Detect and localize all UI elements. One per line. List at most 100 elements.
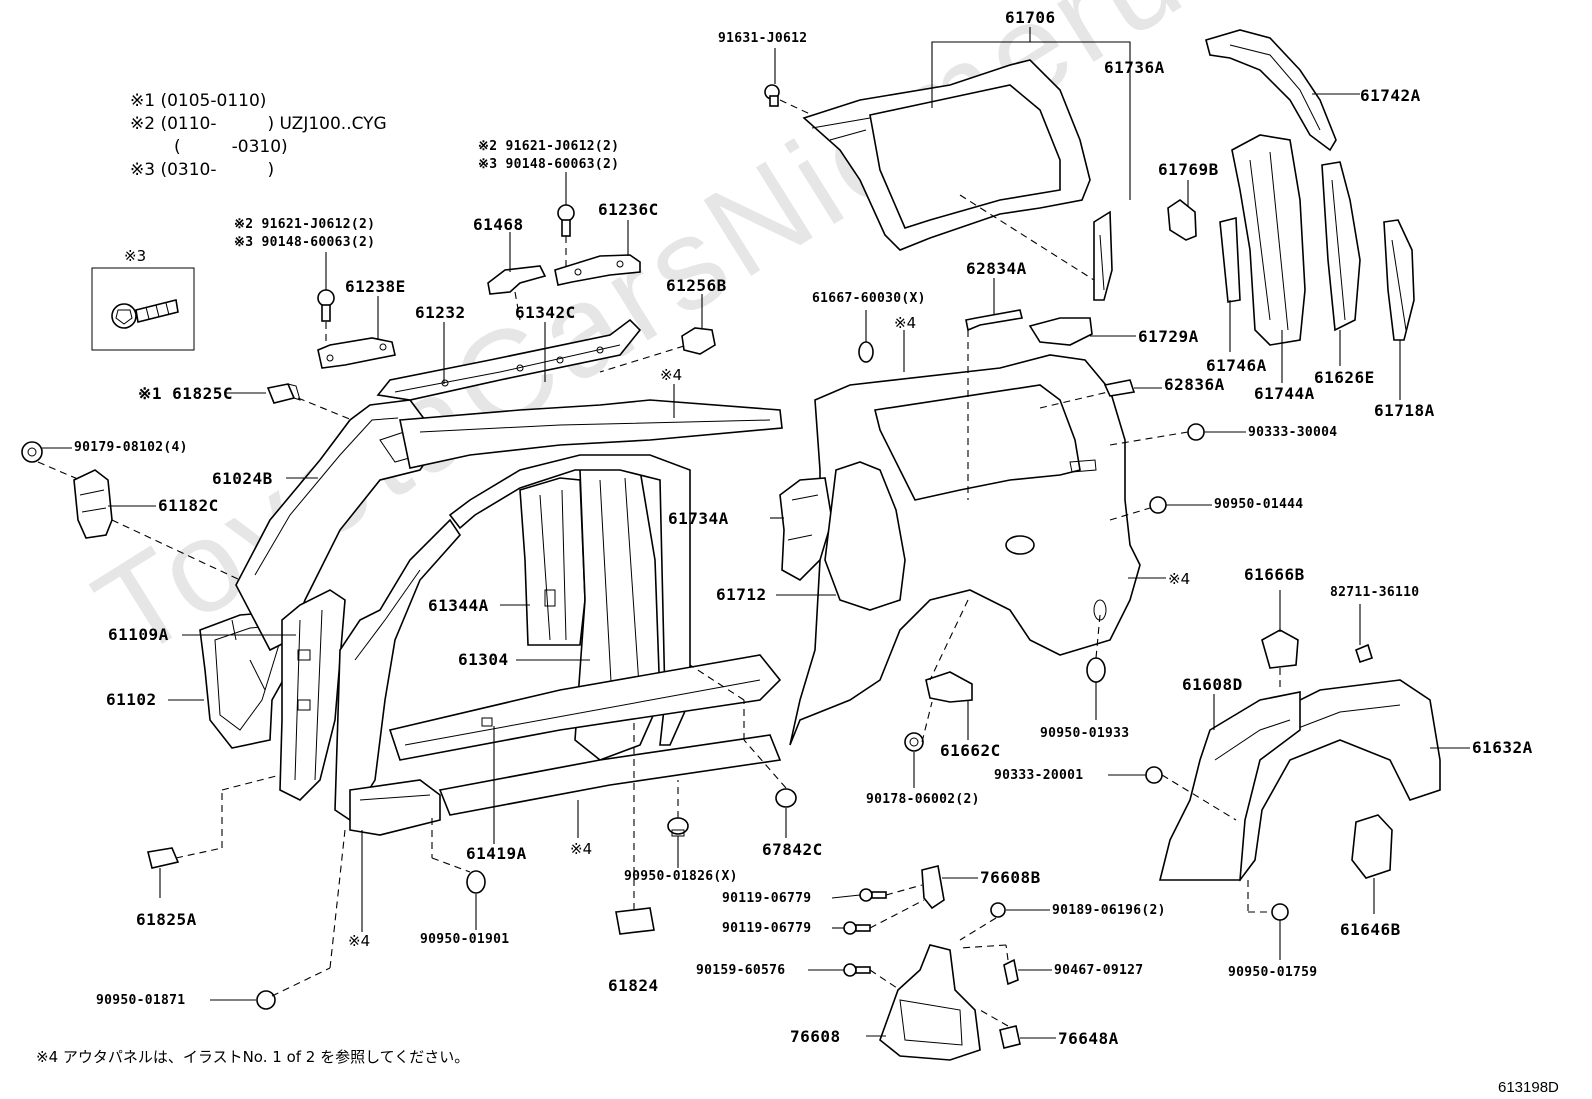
bolt-icon-b [557,204,575,237]
label-61824[interactable]: 61824 [608,976,659,995]
bracket-61468 [487,265,547,295]
label-62836a[interactable]: 62836A [1164,375,1225,394]
legend-row-4: ※3 (0310- ) [130,162,274,179]
inset-box [91,267,195,351]
label-90189-06196[interactable]: 90189-06196(2) [1052,903,1166,918]
label-61825c[interactable]: ※1 61825C [138,384,233,403]
quarter-panel-61712 [789,354,1141,746]
label-61109a[interactable]: 61109A [108,625,169,644]
center-pillar-front-61342C [334,518,462,822]
leader-lines [37,27,1470,1039]
center-pillar-61344A [519,477,586,646]
label-61238e[interactable]: 61238E [345,277,406,296]
label-61344a[interactable]: 61344A [428,596,489,615]
label-61736a[interactable]: 61736A [1104,58,1165,77]
label-61608d[interactable]: 61608D [1182,675,1243,694]
label-61632a[interactable]: 61632A [1472,738,1533,757]
label-61236c[interactable]: 61236C [598,200,659,219]
label-61729a[interactable]: 61729A [1138,327,1199,346]
label-61712[interactable]: 61712 [716,585,767,604]
plug-90333-20001-icon [1145,766,1163,784]
label-61662c[interactable]: 61662C [940,741,1001,760]
label-90467-09127[interactable]: 90467-09127 [1054,963,1144,978]
label-61734a[interactable]: 61734A [668,509,729,528]
bracket-61646B [1351,814,1393,879]
label-61646b[interactable]: 61646B [1340,920,1401,939]
legend-text-1: (0105-0110) [160,91,267,111]
label-61232[interactable]: 61232 [415,303,466,322]
roof-inner-rail-main [399,399,783,469]
quarter-window-frame-61706 [802,59,1091,251]
label-82711-36110[interactable]: 82711-36110 [1330,585,1420,600]
bracket-76608B [921,865,945,910]
label-61419a[interactable]: 61419A [466,844,527,863]
legend-row-2: ※2 (0110- ) UZJ100..CYG [130,116,387,133]
label-61468[interactable]: 61468 [473,215,524,234]
door-opening-arch [448,454,691,746]
label-61742a[interactable]: 61742A [1360,86,1421,105]
block-61825A-icon [147,847,180,869]
label-90950-01901[interactable]: 90950-01901 [420,932,510,947]
label-90950-01871[interactable]: 90950-01871 [96,993,186,1008]
label-61666b[interactable]: 61666B [1244,565,1305,584]
footnote: ※4 アウタパネルは、イラストNo. 1 of 2 を参照してください。 [36,1048,470,1066]
label-91621-j0612-a[interactable]: ※2 91621-J0612(2) [478,139,620,154]
clip-82711-icon [1355,643,1373,664]
diagram-code: 613198D [1498,1079,1559,1096]
note-mark-4-upper-mid: ※4 [894,314,917,332]
label-76608b[interactable]: 76608B [980,868,1041,887]
bracket-61662C [925,671,973,703]
cap-61256B [681,327,716,355]
block-61824-icon [615,907,655,935]
clip-76648A-icon [999,1025,1021,1049]
label-61769b[interactable]: 61769B [1158,160,1219,179]
label-61256b[interactable]: 61256B [666,276,727,295]
screw-90159-icon [843,963,871,977]
label-61825a[interactable]: 61825A [136,910,197,929]
label-90178-06002[interactable]: 90178-06002(2) [866,792,980,807]
pillar-inner-61744A [1231,134,1306,346]
label-67842c[interactable]: 67842C [762,840,823,859]
label-90950-01759[interactable]: 90950-01759 [1228,965,1318,980]
label-61102[interactable]: 61102 [106,690,157,709]
label-90148-60063-a[interactable]: ※3 90148-60063(2) [478,157,620,172]
label-76608[interactable]: 76608 [790,1027,841,1046]
label-90950-01826[interactable]: 90950-01826(X) [624,869,738,884]
label-90333-20001[interactable]: 90333-20001 [994,768,1084,783]
label-61626e[interactable]: 61626E [1314,368,1375,387]
label-61744a[interactable]: 61744A [1254,384,1315,403]
label-90333-30004[interactable]: 90333-30004 [1248,425,1338,440]
back-door-opening-61742A [1205,29,1337,152]
label-90159-60576[interactable]: 90159-60576 [696,963,786,978]
pillar-61746A [1219,216,1241,303]
clip-90950-01759-icon [1271,903,1289,921]
label-61667-60030[interactable]: 61667-60030(X) [812,291,926,306]
bracket-61666B [1261,629,1299,669]
label-90950-01933[interactable]: 90950-01933 [1040,726,1130,741]
label-61718a[interactable]: 61718A [1374,401,1435,420]
label-61342c[interactable]: 61342C [515,303,576,322]
plug-90333-30004-icon [1187,423,1205,441]
plug-90950-01871-icon [256,990,276,1010]
bracket-61236C [554,254,641,286]
legend-mark-4: ※3 [130,160,156,180]
bracket-61769B [1167,199,1197,241]
label-61024b[interactable]: 61024B [212,469,273,488]
label-61746a[interactable]: 61746A [1206,356,1267,375]
plug-67842C-icon [775,788,797,808]
label-76648a[interactable]: 76648A [1058,1029,1119,1048]
label-90950-01444[interactable]: 90950-01444 [1214,497,1304,512]
label-62834a[interactable]: 62834A [966,259,1027,278]
label-90148-60063-b[interactable]: ※3 90148-60063(2) [234,235,376,250]
label-61304[interactable]: 61304 [458,650,509,669]
label-90179-08102[interactable]: 90179-08102(4) [74,440,188,455]
label-90119-06779-a[interactable]: 90119-06779 [722,891,812,906]
label-90119-06779-b[interactable]: 90119-06779 [722,921,812,936]
label-61706[interactable]: 61706 [1005,8,1056,27]
label-61182c[interactable]: 61182C [158,496,219,515]
label-91631-j0612[interactable]: 91631-J0612 [718,31,808,46]
rocker-panel-61419A [388,654,782,816]
screw-90119a-icon [859,888,887,902]
label-91621-j0612-b[interactable]: ※2 91621-J0612(2) [234,217,376,232]
bracket-61238E [317,337,396,369]
